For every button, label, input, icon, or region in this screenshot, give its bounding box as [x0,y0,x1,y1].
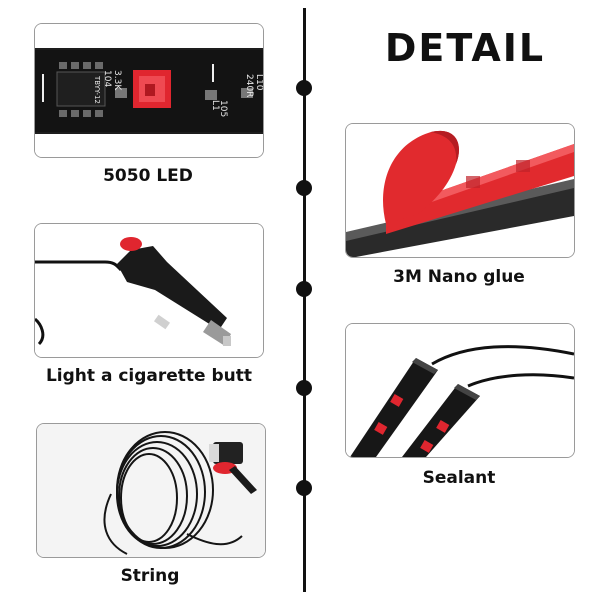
glue-caption: 3M Nano glue [393,267,525,287]
string-caption: String [120,566,180,586]
coiled-cable-image [37,424,265,557]
pcb-label: 240R [244,74,254,97]
sealant-caption: Sealant [422,468,496,488]
cigarette-plug-image [35,224,263,357]
glue-tape-image [346,124,574,257]
plug-panel [34,223,264,358]
pcb-label: L1 [210,100,220,111]
pcb-label: L10 [254,74,263,91]
pcb-label: 3.3K [112,70,122,91]
pcb-label: 104 [102,70,112,87]
timeline-dot [296,480,312,496]
timeline-dot [296,281,312,297]
timeline-dot [296,80,312,96]
led-caption: 5050 LED [103,166,193,186]
timeline-dot [296,380,312,396]
led-panel: 3.3K 104 L10 240R 105 L1 TBYY-12 [34,23,264,158]
page-title: DETAIL [384,26,546,70]
pcb-label: 105 [218,100,228,117]
plug-caption: Light a cigarette butt [45,366,253,386]
string-panel [36,423,266,558]
led-strip-image: 3.3K 104 L10 240R 105 L1 TBYY-12 [35,24,263,157]
timeline-line [303,8,306,592]
sealant-strips-image [346,324,574,457]
pcb-label: TBYY-12 [93,75,101,104]
timeline-dot [296,180,312,196]
glue-panel [345,123,575,258]
sealant-panel [345,323,575,458]
